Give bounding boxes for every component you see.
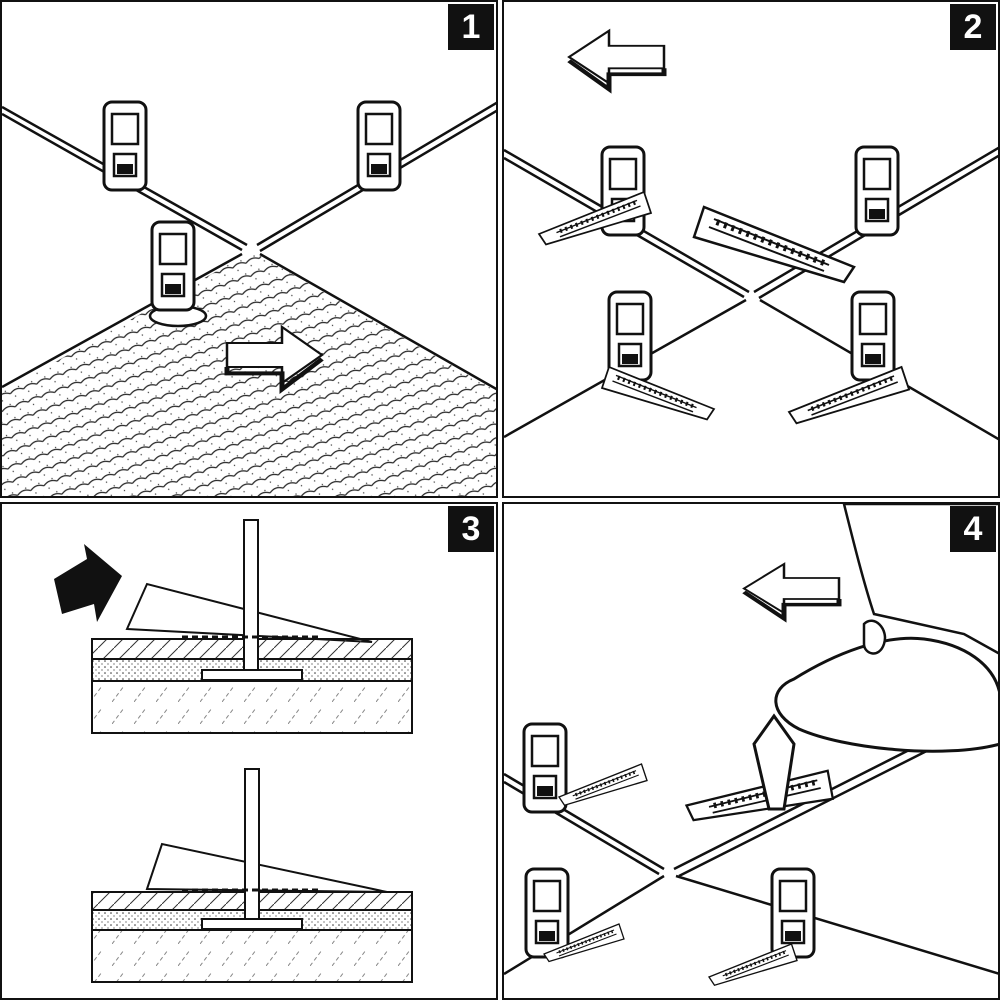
step-3-panel: 3: [0, 502, 498, 1000]
wedge-icon: [694, 207, 854, 282]
arrow-icon: [569, 31, 664, 90]
shoe: [774, 636, 998, 753]
step-4-panel: 4: [502, 502, 1000, 1000]
push-arrow-icon: [54, 544, 122, 622]
wedge-icon: [539, 192, 651, 245]
wedge-icon: [707, 942, 799, 987]
adhesive-bed: [2, 254, 496, 496]
step-4-illustration: [504, 504, 998, 987]
shoelace: [862, 619, 887, 655]
leveling-clip-icon: [607, 290, 653, 382]
leveling-clip-icon: [356, 100, 402, 192]
cross-section-before: [91, 519, 413, 734]
step-2-illustration: [504, 2, 998, 441]
step-number-badge: 2: [950, 4, 996, 50]
arrow-icon: [744, 564, 839, 619]
leveling-clip-icon: [524, 867, 570, 959]
broken-clip: [752, 713, 796, 811]
step-1-panel: 1: [0, 0, 498, 498]
wedge-icon: [602, 367, 714, 420]
leveling-clip-icon: [850, 290, 896, 382]
step-3-illustration: [54, 519, 413, 983]
leveling-clip-icon: [102, 100, 148, 192]
cross-section-after: [91, 768, 413, 983]
wedge-icon: [789, 367, 909, 423]
step-number-badge: 1: [448, 4, 494, 50]
leveling-clip-icon: [770, 867, 816, 959]
leveling-clip-icon: [150, 220, 196, 312]
leveling-clip-icon: [854, 145, 900, 237]
step-number-badge: 3: [448, 506, 494, 552]
tile-seams: [504, 146, 998, 441]
step-1-illustration: [2, 100, 496, 496]
step-2-panel: 2: [502, 0, 1000, 498]
wedge-icon: [557, 762, 649, 807]
step-number-badge: 4: [950, 506, 996, 552]
